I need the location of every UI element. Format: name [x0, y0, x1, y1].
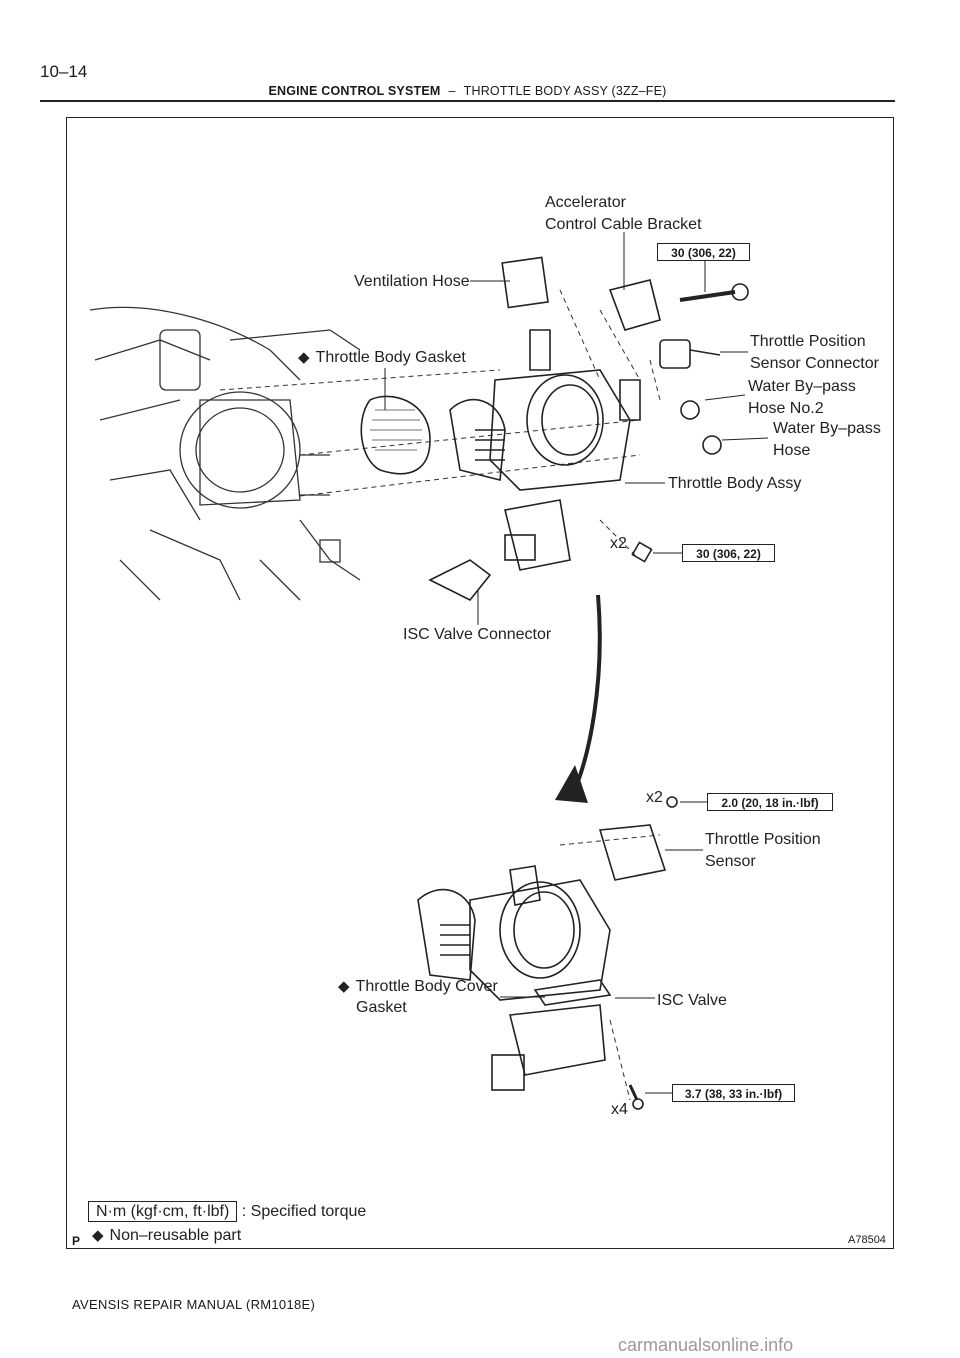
header-section: ENGINE CONTROL SYSTEM	[268, 84, 441, 98]
legend-torque-units: N·m (kgf·cm, ft·lbf)	[88, 1201, 238, 1222]
alignment-dashes	[219, 289, 661, 1101]
label-isc-valve-connector: ISC Valve Connector	[403, 626, 552, 643]
label-cover-gasket-line1: ◆ Throttle Body Cover	[338, 976, 498, 998]
label-throttle-body-gasket: ◆ Throttle Body Gasket	[298, 347, 466, 369]
bracket-shape	[608, 279, 661, 331]
legend-torque: N·m (kgf·cm, ft·lbf) : Specified torque	[88, 1201, 366, 1223]
label-qty-screws-tps: x2	[646, 789, 663, 806]
label-qty-nuts: x2	[610, 535, 627, 552]
nonreusable-diamond-icon: ◆	[298, 349, 310, 366]
header-rule	[40, 100, 895, 102]
label-accelerator-bracket-line1: Accelerator	[545, 194, 626, 211]
label-ventilation-hose: Ventilation Hose	[354, 273, 470, 290]
label-tps-connector-line1: Throttle Position	[750, 333, 866, 350]
gasket-mesh	[370, 409, 422, 451]
leader-lines	[384, 232, 769, 1094]
top-parts	[428, 279, 749, 602]
label-qty-screws-isc: x4	[611, 1101, 628, 1118]
figure-id: A78504	[848, 1234, 886, 1246]
torque-isc-screws: 3.7 (38, 33 in.·lbf)	[672, 1084, 795, 1102]
page-number: 10–14	[40, 62, 88, 81]
header-subsection: THROTTLE BODY ASSY (3ZZ–FE)	[463, 84, 667, 98]
torque-body-nuts: 30 (306, 22)	[682, 544, 775, 562]
arrow-head	[555, 765, 588, 803]
tps-shape	[598, 824, 667, 881]
nonreusable-diamond-icon: ◆	[92, 1227, 104, 1244]
header-separator: –	[448, 84, 456, 98]
page-header: ENGINE CONTROL SYSTEM–THROTTLE BODY ASSY…	[40, 84, 895, 98]
label-bypass-hose-line2: Hose	[773, 442, 811, 459]
footer-manual-title: AVENSIS REPAIR MANUAL (RM1018E)	[72, 1297, 316, 1312]
legend-nonreusable-text: Non–reusable part	[109, 1227, 242, 1244]
legend-torque-desc: : Specified torque	[241, 1203, 367, 1220]
throttle-body-lower	[417, 796, 678, 1110]
label-cover-gasket-line2: Gasket	[356, 999, 407, 1016]
label-bypass-hose-line1: Water By–pass	[773, 420, 881, 437]
label-tps-line2: Sensor	[705, 853, 756, 870]
label-tps-connector-line2: Sensor Connector	[750, 355, 879, 372]
throttle-body-upper	[449, 256, 641, 571]
nonreusable-diamond-icon: ◆	[338, 978, 350, 995]
label-bypass-hose2-line2: Hose No.2	[748, 400, 824, 417]
torque-tps-screws: 2.0 (20, 18 in.·lbf)	[707, 793, 833, 811]
label-accelerator-bracket-line2: Control Cable Bracket	[545, 216, 702, 233]
label-bypass-hose2-line1: Water By–pass	[748, 378, 856, 395]
throttle-body-gasket-shape	[360, 395, 431, 475]
label-tps-line1: Throttle Position	[705, 831, 821, 848]
label-isc-valve: ISC Valve	[657, 992, 727, 1009]
label-throttle-body-assy: Throttle Body Assy	[668, 475, 802, 492]
engine-background-sketch	[89, 306, 361, 601]
label-throttle-body-gasket-text: Throttle Body Gasket	[315, 349, 466, 366]
figure-frame	[66, 117, 894, 1249]
torque-bracket-bolt: 30 (306, 22)	[657, 243, 750, 261]
watermark: carmanualsonline.info	[618, 1335, 794, 1355]
figure-marker: P	[72, 1234, 81, 1248]
legend-nonreusable: ◆ Non–reusable part	[92, 1225, 241, 1247]
label-cover-gasket-text: Throttle Body Cover	[355, 978, 498, 995]
